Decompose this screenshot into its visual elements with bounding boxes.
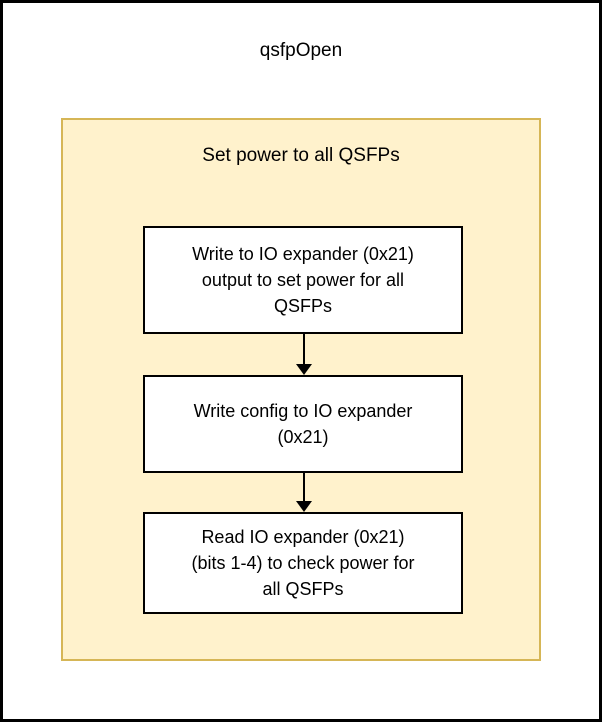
node-label: Read IO expander (0x21) (bits 1-4) to ch… <box>191 527 415 599</box>
arrow-down-icon <box>296 364 312 375</box>
process-node-write-config-io-expander[interactable]: Write config to IO expander (0x21) <box>143 375 463 473</box>
edge-node2-to-node3 <box>303 473 305 503</box>
process-node-write-io-expander-output[interactable]: Write to IO expander (0x21) output to se… <box>143 226 463 334</box>
node-label: Write to IO expander (0x21) output to se… <box>192 244 414 316</box>
process-node-read-io-expander-check-power[interactable]: Read IO expander (0x21) (bits 1-4) to ch… <box>143 512 463 614</box>
arrow-down-icon <box>296 501 312 512</box>
node-label: Write config to IO expander (0x21) <box>193 401 413 447</box>
subgraph-label: Set power to all QSFPs <box>202 145 400 166</box>
subgraph-set-power-to-all-qsfps: Set power to all QSFPs Write to IO expan… <box>61 118 541 661</box>
edge-node1-to-node2 <box>303 334 305 366</box>
page-title: qsfpOpen <box>259 40 343 61</box>
